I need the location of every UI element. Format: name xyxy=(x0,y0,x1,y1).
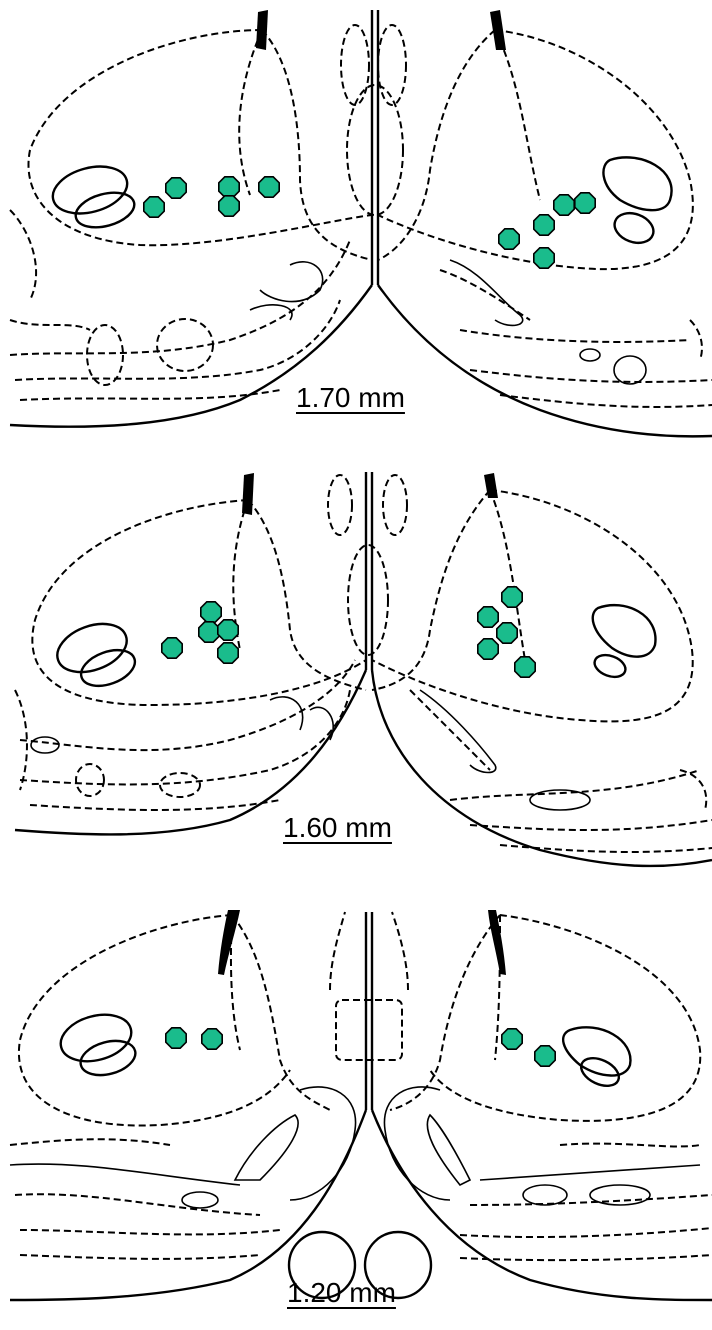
injection-site-marker xyxy=(534,248,554,268)
injection-site-marker xyxy=(201,602,221,622)
injection-site-marker xyxy=(502,587,522,607)
injection-site-marker xyxy=(554,195,574,215)
injection-site-marker xyxy=(199,622,219,642)
injection-site-marker xyxy=(218,643,238,663)
injection-site-marker xyxy=(534,215,554,235)
injection-site-marker xyxy=(499,229,519,249)
injection-site-marker xyxy=(259,177,279,197)
injection-site-marker xyxy=(502,1029,522,1049)
injection-site-marker xyxy=(478,607,498,627)
injection-site-marker xyxy=(162,638,182,658)
injection-site-marker xyxy=(166,1028,186,1048)
injection-site-marker xyxy=(166,178,186,198)
injection-site-marker xyxy=(218,620,238,640)
injection-site-marker xyxy=(144,197,164,217)
injection-site-marker xyxy=(202,1029,222,1049)
injection-site-marker xyxy=(219,177,239,197)
injection-site-marker xyxy=(219,196,239,216)
injection-site-marker xyxy=(575,193,595,213)
injection-site-marker xyxy=(515,657,535,677)
injection-site-marker xyxy=(535,1046,555,1066)
injection-site-marker xyxy=(497,623,517,643)
injection-site-marker xyxy=(478,639,498,659)
